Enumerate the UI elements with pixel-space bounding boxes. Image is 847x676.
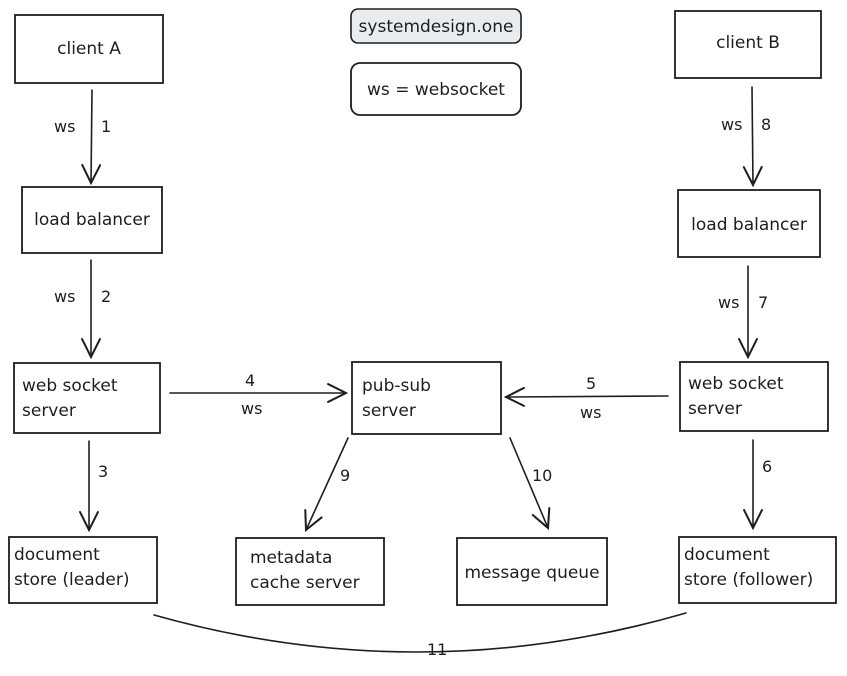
queue-label: message queue [464, 563, 599, 583]
edge-7: ws 7 [718, 265, 768, 360]
edge-5-step: 5 [586, 374, 596, 393]
doc-leader-line1: document [14, 545, 100, 565]
node-client-b: client B [674, 10, 822, 79]
node-document-store-follower: document store (follower) [678, 536, 837, 604]
doc-follower-line2: store (follower) [684, 570, 813, 590]
client-b-label: client B [716, 33, 780, 53]
node-message-queue: message queue [456, 537, 608, 606]
node-load-balancer-left: load balancer [21, 186, 163, 254]
metadata-line1: metadata [250, 548, 332, 568]
edge-3: 3 [79, 440, 108, 533]
ws-left-line1: web socket [22, 376, 118, 396]
node-metadata-cache-server: metadata cache server [235, 537, 385, 606]
edge-6: 6 [743, 439, 772, 531]
watermark-text: systemdesign.one [359, 17, 514, 37]
legend-box: ws = websocket [350, 62, 522, 116]
doc-leader-line2: store (leader) [14, 570, 130, 590]
edge-1-step: 1 [101, 117, 111, 136]
edge-3-step: 3 [98, 462, 108, 481]
edge-11-step: 11 [427, 640, 447, 659]
edge-2: ws 2 [54, 259, 111, 360]
legend-text: ws = websocket [367, 80, 505, 100]
edge-7-proto: ws [718, 293, 739, 312]
edge-2-step: 2 [101, 287, 111, 306]
node-websocket-server-left: web socket server [13, 362, 161, 434]
edge-11-replication: 11 [153, 612, 687, 659]
ws-right-line2: server [688, 399, 742, 419]
pubsub-line1: pub-sub [362, 376, 431, 396]
edge-1: ws 1 [54, 89, 111, 186]
edge-5-proto: ws [580, 403, 601, 422]
edge-9: 9 [304, 437, 350, 533]
edge-9-step: 9 [340, 466, 350, 485]
node-client-a: client A [14, 14, 164, 84]
edge-10-step: 10 [532, 466, 552, 485]
node-pubsub-server: pub-sub server [351, 361, 502, 435]
edge-6-step: 6 [762, 457, 772, 476]
node-load-balancer-right: load balancer [677, 189, 821, 258]
watermark-badge: systemdesign.one [350, 8, 522, 44]
edge-7-step: 7 [758, 293, 768, 312]
node-document-store-leader: document store (leader) [8, 536, 158, 604]
lb-left-label: load balancer [34, 210, 150, 230]
pubsub-line2: server [362, 401, 416, 421]
node-websocket-server-right: web socket server [679, 361, 829, 432]
edge-4-step: 4 [245, 371, 255, 390]
edge-8-proto: ws [721, 115, 742, 134]
lb-right-label: load balancer [691, 215, 807, 235]
doc-follower-line1: document [684, 545, 770, 565]
edge-4-proto: ws [241, 399, 262, 418]
edge-8: ws 8 [721, 86, 771, 188]
edge-4: 4 ws [169, 371, 349, 418]
edge-2-proto: ws [54, 287, 75, 306]
edge-10: 10 [509, 437, 552, 531]
edge-1-proto: ws [54, 117, 75, 136]
ws-right-line1: web socket [688, 374, 784, 394]
edge-5: 5 ws [503, 374, 669, 422]
ws-left-line2: server [22, 401, 76, 421]
edge-8-step: 8 [761, 115, 771, 134]
metadata-line2: cache server [250, 573, 360, 593]
client-a-label: client A [57, 39, 121, 59]
